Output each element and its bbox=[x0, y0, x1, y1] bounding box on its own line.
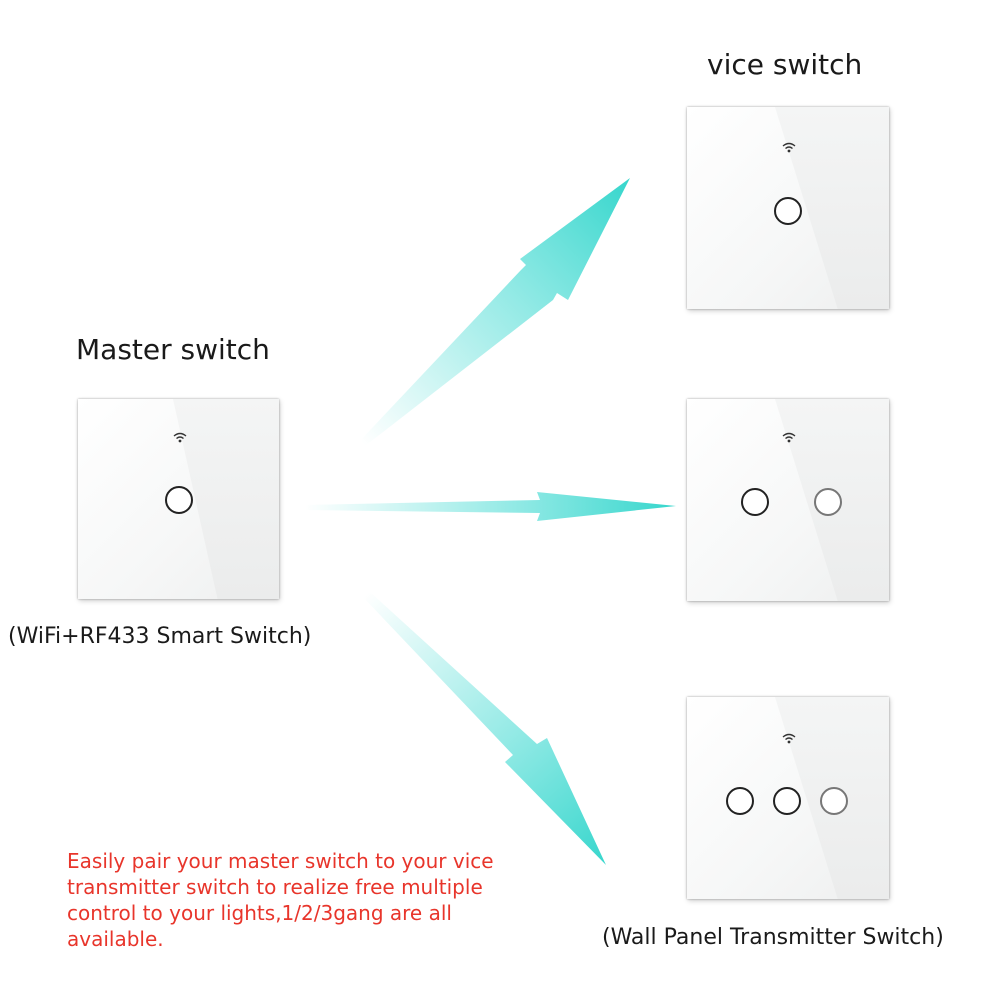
arrow-to-vice-2gang bbox=[303, 492, 676, 521]
wifi-icon bbox=[782, 432, 796, 443]
wifi-icon bbox=[251, 831, 265, 842]
master-touch-button[interactable] bbox=[165, 486, 193, 514]
arrow-to-vice-3gang bbox=[362, 592, 606, 865]
wifi-icon bbox=[173, 432, 187, 443]
vice-2gang-touch-button-1[interactable] bbox=[741, 488, 769, 516]
vice-3gang-touch-button-1[interactable] bbox=[726, 787, 754, 815]
vice-3gang-touch-button-2[interactable] bbox=[773, 787, 801, 815]
vice-panel-1gang bbox=[687, 107, 889, 309]
pairing-note: Easily pair your master switch to your v… bbox=[67, 848, 494, 952]
pairing-note-line: control to your lights,1/2/3gang are all bbox=[67, 901, 452, 925]
vice-1gang-touch-button[interactable] bbox=[774, 197, 802, 225]
pairing-note-line: transmitter switch to realize free multi… bbox=[67, 875, 483, 899]
wifi-icon bbox=[782, 733, 796, 744]
pairing-note-line: Easily pair your master switch to your v… bbox=[67, 849, 494, 873]
arrow-to-vice-1gang bbox=[357, 178, 630, 446]
wifi-icon bbox=[782, 142, 796, 153]
pairing-note-line: available. bbox=[67, 927, 164, 951]
vice-panel-2gang bbox=[687, 399, 889, 601]
vice-switch-caption: (Wall Panel Transmitter Switch) bbox=[602, 925, 944, 950]
vice-2gang-touch-button-2[interactable] bbox=[814, 488, 842, 516]
master-switch-caption: (WiFi+RF433 Smart Switch) bbox=[8, 624, 312, 649]
master-switch-title: Master switch bbox=[76, 333, 270, 366]
vice-switch-title: vice switch bbox=[707, 48, 863, 81]
vice-3gang-touch-button-3[interactable] bbox=[820, 787, 848, 815]
